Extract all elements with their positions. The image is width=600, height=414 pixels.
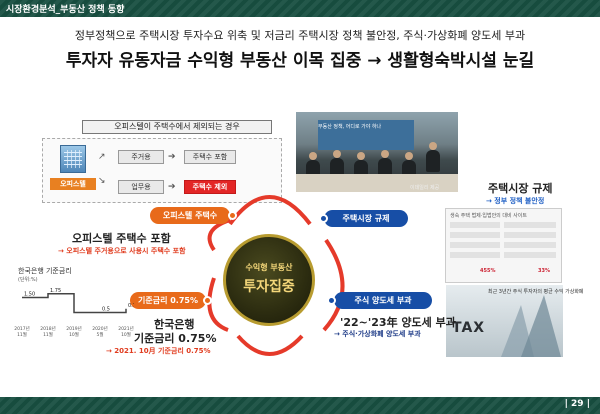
tag-housing-regulation: 주택시장 규제 bbox=[324, 210, 408, 227]
business-pill: 업무용 bbox=[118, 180, 164, 194]
stock-tax-desc: → 주식·가상화폐 양도세 부과 bbox=[334, 330, 421, 338]
person-figure bbox=[426, 142, 440, 172]
rate-data-label: 1.75 bbox=[50, 288, 61, 294]
residential-pill: 주거용 bbox=[118, 150, 164, 164]
document-row bbox=[504, 242, 556, 248]
rate-chart: 1.502017년11월1.752018년11월2019년10월0.52020년… bbox=[14, 288, 134, 338]
photo-caption: 이데일리 제공 bbox=[410, 185, 440, 191]
stock-tax-title: '22~'23年 양도세 부과 bbox=[340, 316, 456, 329]
base-rate-title-1: 한국은행 bbox=[154, 318, 195, 331]
tax-image-title: 최근 3년간 주식 투자자의 평균 수익 가상화폐 bbox=[488, 289, 584, 295]
document-number: 455% bbox=[480, 268, 496, 274]
officetel-count-title: 오피스텔 주택수 포함 bbox=[72, 232, 171, 245]
rate-chart-unit: (단위:%) bbox=[18, 277, 38, 283]
document-number: 33% bbox=[538, 268, 550, 274]
page-number: | 29 | bbox=[564, 399, 590, 409]
center-label-main: 투자집중 bbox=[243, 279, 295, 295]
branch-down-arrow: ↘ bbox=[98, 176, 106, 186]
rate-tick-label: 2021년 bbox=[118, 325, 134, 332]
rate-tick-label: 2018년 bbox=[40, 325, 56, 332]
arrow-right-icon: ➔ bbox=[168, 182, 176, 192]
header-title: 시장환경분석_부동산 정책 동향 bbox=[6, 5, 125, 15]
sub-headline: 정부정책으로 주택시장 투자수요 위축 및 저금리 주택시장 정책 불안정, 주… bbox=[74, 29, 526, 42]
tag-base-rate: 기준금리 0.75% bbox=[130, 292, 206, 309]
rate-data-label: 0.75 bbox=[128, 303, 134, 309]
photo-banner bbox=[318, 120, 414, 150]
conference-photo bbox=[296, 112, 458, 192]
rate-tick-label: 5월 bbox=[96, 331, 103, 338]
rate-data-label: 1.50 bbox=[24, 292, 35, 298]
rate-tick-label: 11월 bbox=[17, 331, 27, 338]
housing-regulation-title: 주택시장 규제 bbox=[488, 182, 553, 195]
tag-officetel-count: 오피스텔 주택수 bbox=[150, 207, 230, 224]
photo-banner-text: 부동산 정책, 어디로 가야 하나 bbox=[318, 124, 382, 130]
tax-chart-graphic bbox=[501, 295, 561, 357]
rate-tick-label: 2020년 bbox=[92, 325, 108, 332]
rate-tick-label: 2017년 bbox=[14, 325, 30, 332]
excluded-pill: 주택수 제외 bbox=[184, 180, 236, 194]
included-pill: 주택수 포함 bbox=[184, 150, 236, 164]
rate-chart-title: 한국은행 기준금리 bbox=[18, 267, 72, 275]
tax-word: TAX bbox=[452, 320, 486, 336]
base-rate-desc: → 2021. 10月 기준금리 0.75% bbox=[106, 347, 211, 355]
officetel-label: 오피스텔 bbox=[50, 178, 96, 190]
arrow-right-icon: ➔ bbox=[168, 152, 176, 162]
building-windows bbox=[64, 150, 82, 168]
center-label-top: 수익형 부동산 bbox=[245, 263, 293, 272]
node-dot bbox=[228, 211, 237, 220]
document-row bbox=[450, 242, 500, 248]
document-title: 생숙 주택 법제·입법안의 대비 사이트 bbox=[450, 213, 527, 219]
panel-desk bbox=[296, 174, 458, 192]
document-row bbox=[450, 222, 500, 228]
headline: 투자자 유동자금 수익형 부동산 이목 집중 → 생활형숙박시설 눈길 bbox=[65, 51, 535, 71]
center-circle bbox=[223, 234, 315, 326]
document-row bbox=[504, 222, 556, 228]
tag-stock-tax: 주식 양도세 부과 bbox=[334, 292, 432, 309]
branch-up-arrow: ↗ bbox=[98, 152, 106, 162]
document-row bbox=[504, 252, 556, 258]
node-dot bbox=[319, 214, 328, 223]
footer-bar: | 29 | bbox=[0, 397, 600, 414]
rate-tick-label: 2019년 bbox=[66, 325, 82, 332]
node-dot bbox=[327, 296, 336, 305]
rate-data-label: 0.5 bbox=[102, 307, 110, 313]
rate-series-line bbox=[22, 293, 127, 314]
rate-tick-label: 10월 bbox=[121, 331, 131, 338]
document-row bbox=[504, 232, 556, 238]
housing-regulation-desc: → 정부 정책 불안정 bbox=[486, 197, 545, 205]
base-rate-title-2: 기준금리 0.75% bbox=[134, 332, 217, 345]
node-dot bbox=[203, 296, 212, 305]
rate-tick-label: 10월 bbox=[69, 331, 79, 338]
officetel-exclusion-tag: 오피스텔이 주택수에서 제외되는 경우 bbox=[82, 120, 272, 134]
rate-tick-label: 11월 bbox=[43, 331, 53, 338]
header-bar: 시장환경분석_부동산 정책 동향 bbox=[0, 0, 600, 17]
tax-image bbox=[446, 285, 563, 357]
document-row bbox=[450, 252, 500, 258]
officetel-count-desc: → 오피스텔 주거용으로 사용시 주택수 포함 bbox=[58, 247, 186, 255]
document-row bbox=[450, 232, 500, 238]
